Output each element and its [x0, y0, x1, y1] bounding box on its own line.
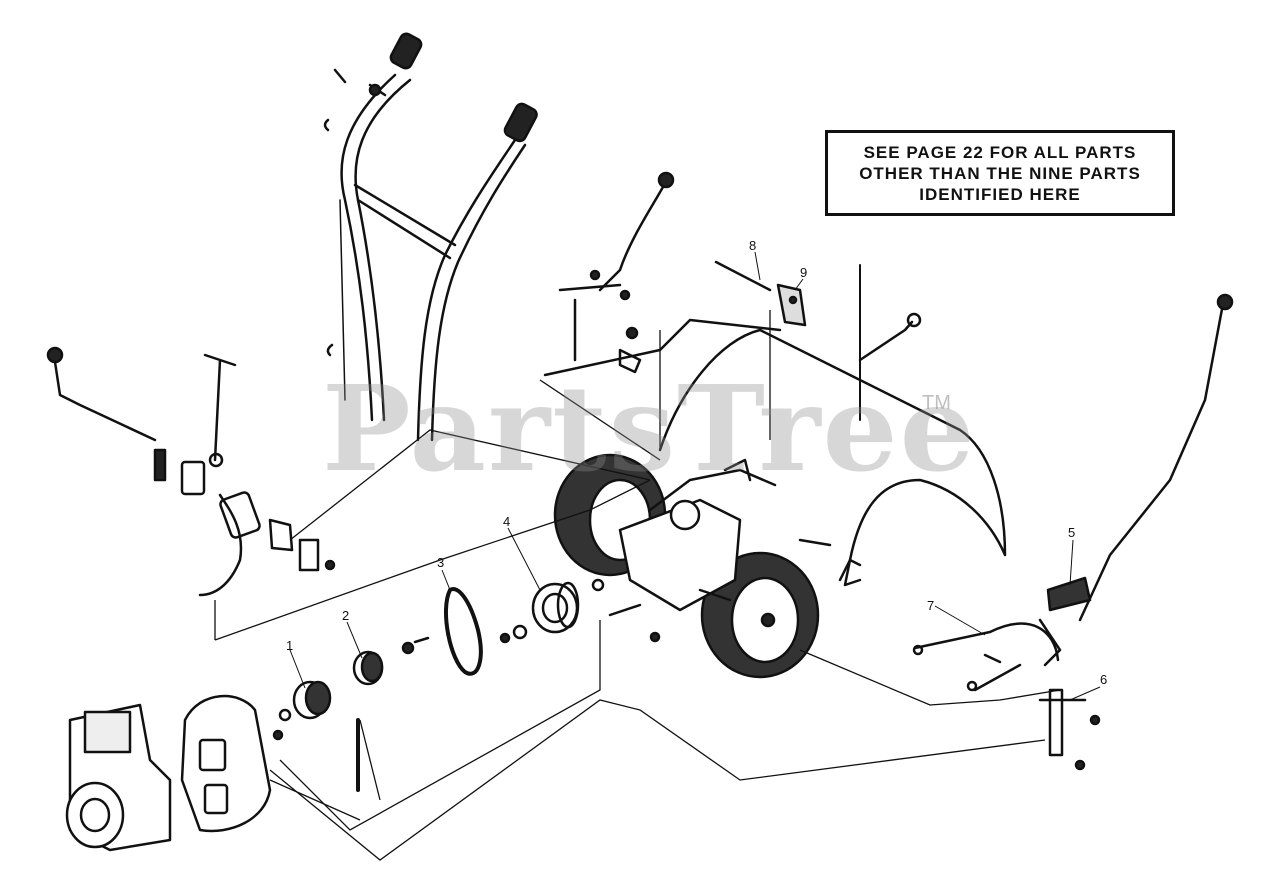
watermark: PartsTree — [322, 359, 977, 498]
note-line-1: SEE PAGE 22 FOR ALL PARTS — [863, 143, 1137, 162]
note-line-3: IDENTIFIED HERE — [919, 185, 1081, 204]
note-box: SEE PAGE 22 FOR ALL PARTS OTHER THAN THE… — [825, 130, 1175, 216]
callout-3: 3 — [437, 555, 444, 570]
part-2-pulley — [352, 636, 430, 686]
trademark-mark: TM — [922, 392, 951, 414]
engine-mount-housing — [180, 694, 272, 833]
leader-lines — [214, 310, 1061, 861]
callout-9: 9 — [800, 265, 807, 280]
part-5-bracket — [1038, 576, 1092, 667]
part-1-pulley — [272, 680, 360, 792]
part-callouts: 1 2 3 4 5 6 7 8 9 — [286, 238, 1107, 687]
callout-4: 4 — [503, 514, 510, 529]
callout-1: 1 — [286, 638, 293, 653]
callout-8: 8 — [749, 238, 756, 253]
callout-6: 6 — [1100, 672, 1107, 687]
part-4-pulley — [499, 581, 580, 644]
tine-shield — [658, 264, 1007, 587]
part-3-belt — [443, 587, 483, 676]
engine — [65, 703, 172, 852]
transmission-and-wheels — [553, 453, 820, 679]
shift-lever-left — [46, 346, 336, 597]
handlebar-assembly — [323, 32, 538, 442]
note-line-2: OTHER THAN THE NINE PARTS — [859, 164, 1141, 183]
part-6-bracket — [1038, 688, 1101, 771]
callout-7: 7 — [927, 598, 934, 613]
part-8-pin — [714, 260, 772, 292]
callout-5: 5 — [1068, 525, 1075, 540]
control-rod-upper — [543, 171, 782, 377]
callout-2: 2 — [342, 608, 349, 623]
rear-lever — [1078, 293, 1234, 622]
part-9-bracket — [776, 283, 807, 327]
part-7-bar — [912, 622, 1060, 692]
